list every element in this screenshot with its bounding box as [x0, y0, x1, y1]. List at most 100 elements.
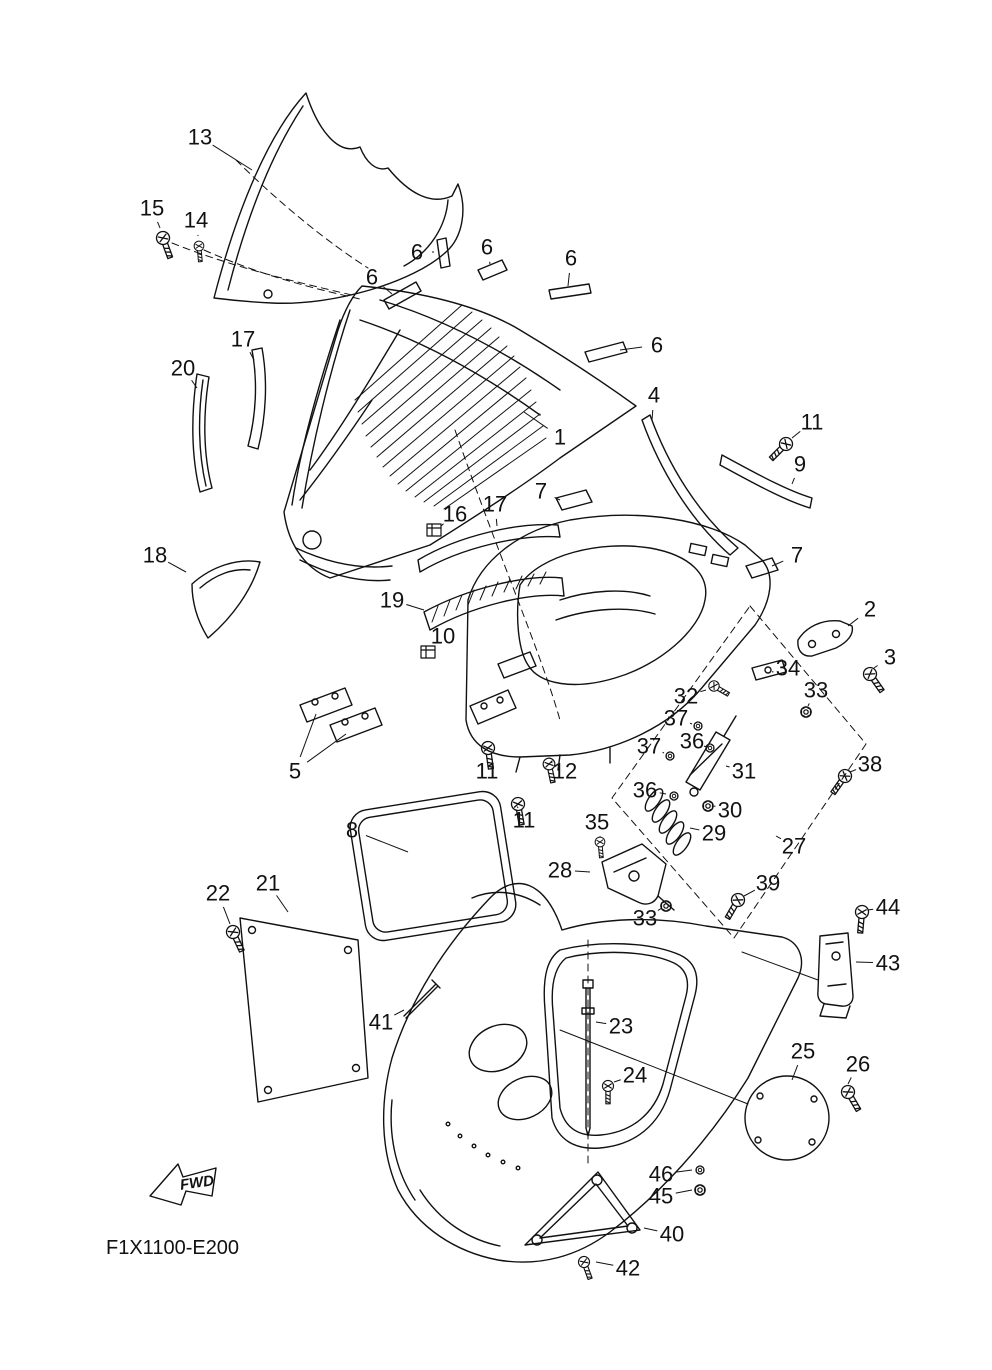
part-33-nut-a: [800, 706, 812, 718]
part-label-27: 27: [782, 834, 806, 859]
part-label-6: 6: [651, 333, 663, 358]
part-label-19: 19: [380, 588, 404, 613]
leader-line: [574, 870, 591, 873]
leader-line: [383, 286, 393, 295]
part-label-5: 5: [289, 759, 301, 784]
leader-line: [791, 430, 801, 439]
part-label-7: 7: [791, 543, 803, 568]
part-label-13: 13: [188, 125, 212, 150]
part-label-31: 31: [732, 759, 756, 784]
leader-line: [867, 908, 874, 911]
part-label-24: 24: [623, 1063, 647, 1088]
part-label-11: 11: [476, 759, 499, 784]
part-42-screw: [576, 1254, 596, 1282]
part-label-14: 14: [184, 208, 208, 233]
fwd-arrow: [149, 1163, 217, 1206]
part-label-1: 1: [554, 425, 566, 450]
part-35-bolt: [594, 836, 607, 859]
leader-line: [791, 477, 795, 485]
part-label-30: 30: [718, 798, 742, 823]
part-label-11: 11: [801, 410, 824, 435]
part-label-21: 21: [256, 871, 280, 896]
leader-line: [222, 906, 231, 925]
part-label-41: 41: [369, 1010, 393, 1035]
part-21-panel: [239, 917, 369, 1103]
part-label-33: 33: [633, 906, 657, 931]
part-label-43: 43: [876, 951, 900, 976]
part-41-rod: [403, 979, 441, 1019]
part-label-37: 37: [637, 734, 661, 759]
part-11-screw-a: [765, 434, 796, 465]
part-label-33: 33: [804, 678, 828, 703]
leader-line: [849, 769, 857, 773]
leader-line: [299, 713, 317, 758]
hood-vent-hatching: [354, 304, 547, 510]
leader-line: [595, 1261, 614, 1266]
part-label-25: 25: [791, 1039, 815, 1064]
part-44-bolt: [852, 904, 870, 935]
part-2-bracket: [797, 620, 854, 657]
part-label-39: 39: [756, 871, 780, 896]
part-label-11: 11: [513, 808, 536, 833]
leader-line: [212, 144, 253, 171]
part-36-nut-b: [669, 791, 679, 801]
leader-line: [643, 1227, 658, 1232]
part-28-hinge: [601, 843, 667, 905]
fasteners: [153, 228, 889, 1282]
part-label-34: 34: [776, 656, 800, 681]
part-13-windshield: [213, 92, 464, 304]
part-label-28: 28: [548, 858, 572, 883]
part-19-hatched-trim: [423, 571, 565, 631]
part-39-screw: [721, 890, 748, 923]
leader-line: [675, 1169, 693, 1173]
leader-line: [554, 496, 561, 501]
part-label-26: 26: [846, 1052, 870, 1077]
part-label-6: 6: [565, 246, 577, 271]
leader-line: [657, 907, 663, 911]
leader-line: [523, 411, 548, 429]
part-label-36: 36: [680, 729, 704, 754]
leader-layer: [157, 144, 878, 1266]
part-label-22: 22: [206, 881, 230, 906]
part-8-seal: [349, 790, 517, 942]
leader-line: [306, 733, 347, 763]
leader-line: [191, 380, 198, 389]
leader-line: [394, 1009, 405, 1016]
leader-line: [651, 409, 654, 421]
part-16-clip: [426, 523, 442, 537]
leader-line: [365, 835, 409, 853]
part-15-screw: [153, 228, 177, 261]
leader-line: [516, 806, 519, 809]
part-label-45: 45: [649, 1184, 673, 1209]
leader-line: [567, 272, 570, 287]
hull-front-section: [382, 882, 803, 1263]
part-label-23: 23: [609, 1014, 633, 1039]
part-label-3: 3: [884, 645, 896, 670]
part-17-trim-upper: [247, 347, 267, 450]
part-37-collar-b: [665, 751, 675, 761]
part-label-42: 42: [616, 1256, 640, 1281]
part-label-4: 4: [648, 383, 660, 408]
leader-line: [595, 1021, 607, 1025]
leader-line: [613, 1079, 621, 1083]
leader-line: [406, 603, 425, 611]
part-label-38: 38: [858, 752, 882, 777]
part-label-6: 6: [411, 240, 423, 265]
part-22-screw: [223, 922, 249, 955]
leader-line: [847, 1077, 852, 1085]
part-7-spacers: [555, 489, 779, 579]
leader-line: [791, 1064, 799, 1081]
leader-line: [440, 523, 444, 527]
leader-line: [743, 889, 756, 897]
part-46-nut: [695, 1165, 705, 1175]
part-label-35: 35: [585, 810, 609, 835]
part-17-trim-lower: [417, 523, 561, 573]
part-label-12: 12: [553, 759, 577, 784]
part-18-trim: [191, 560, 261, 639]
part-34-plate: [751, 659, 787, 681]
part-label-44: 44: [876, 895, 900, 920]
part-4-strip: [641, 414, 739, 556]
